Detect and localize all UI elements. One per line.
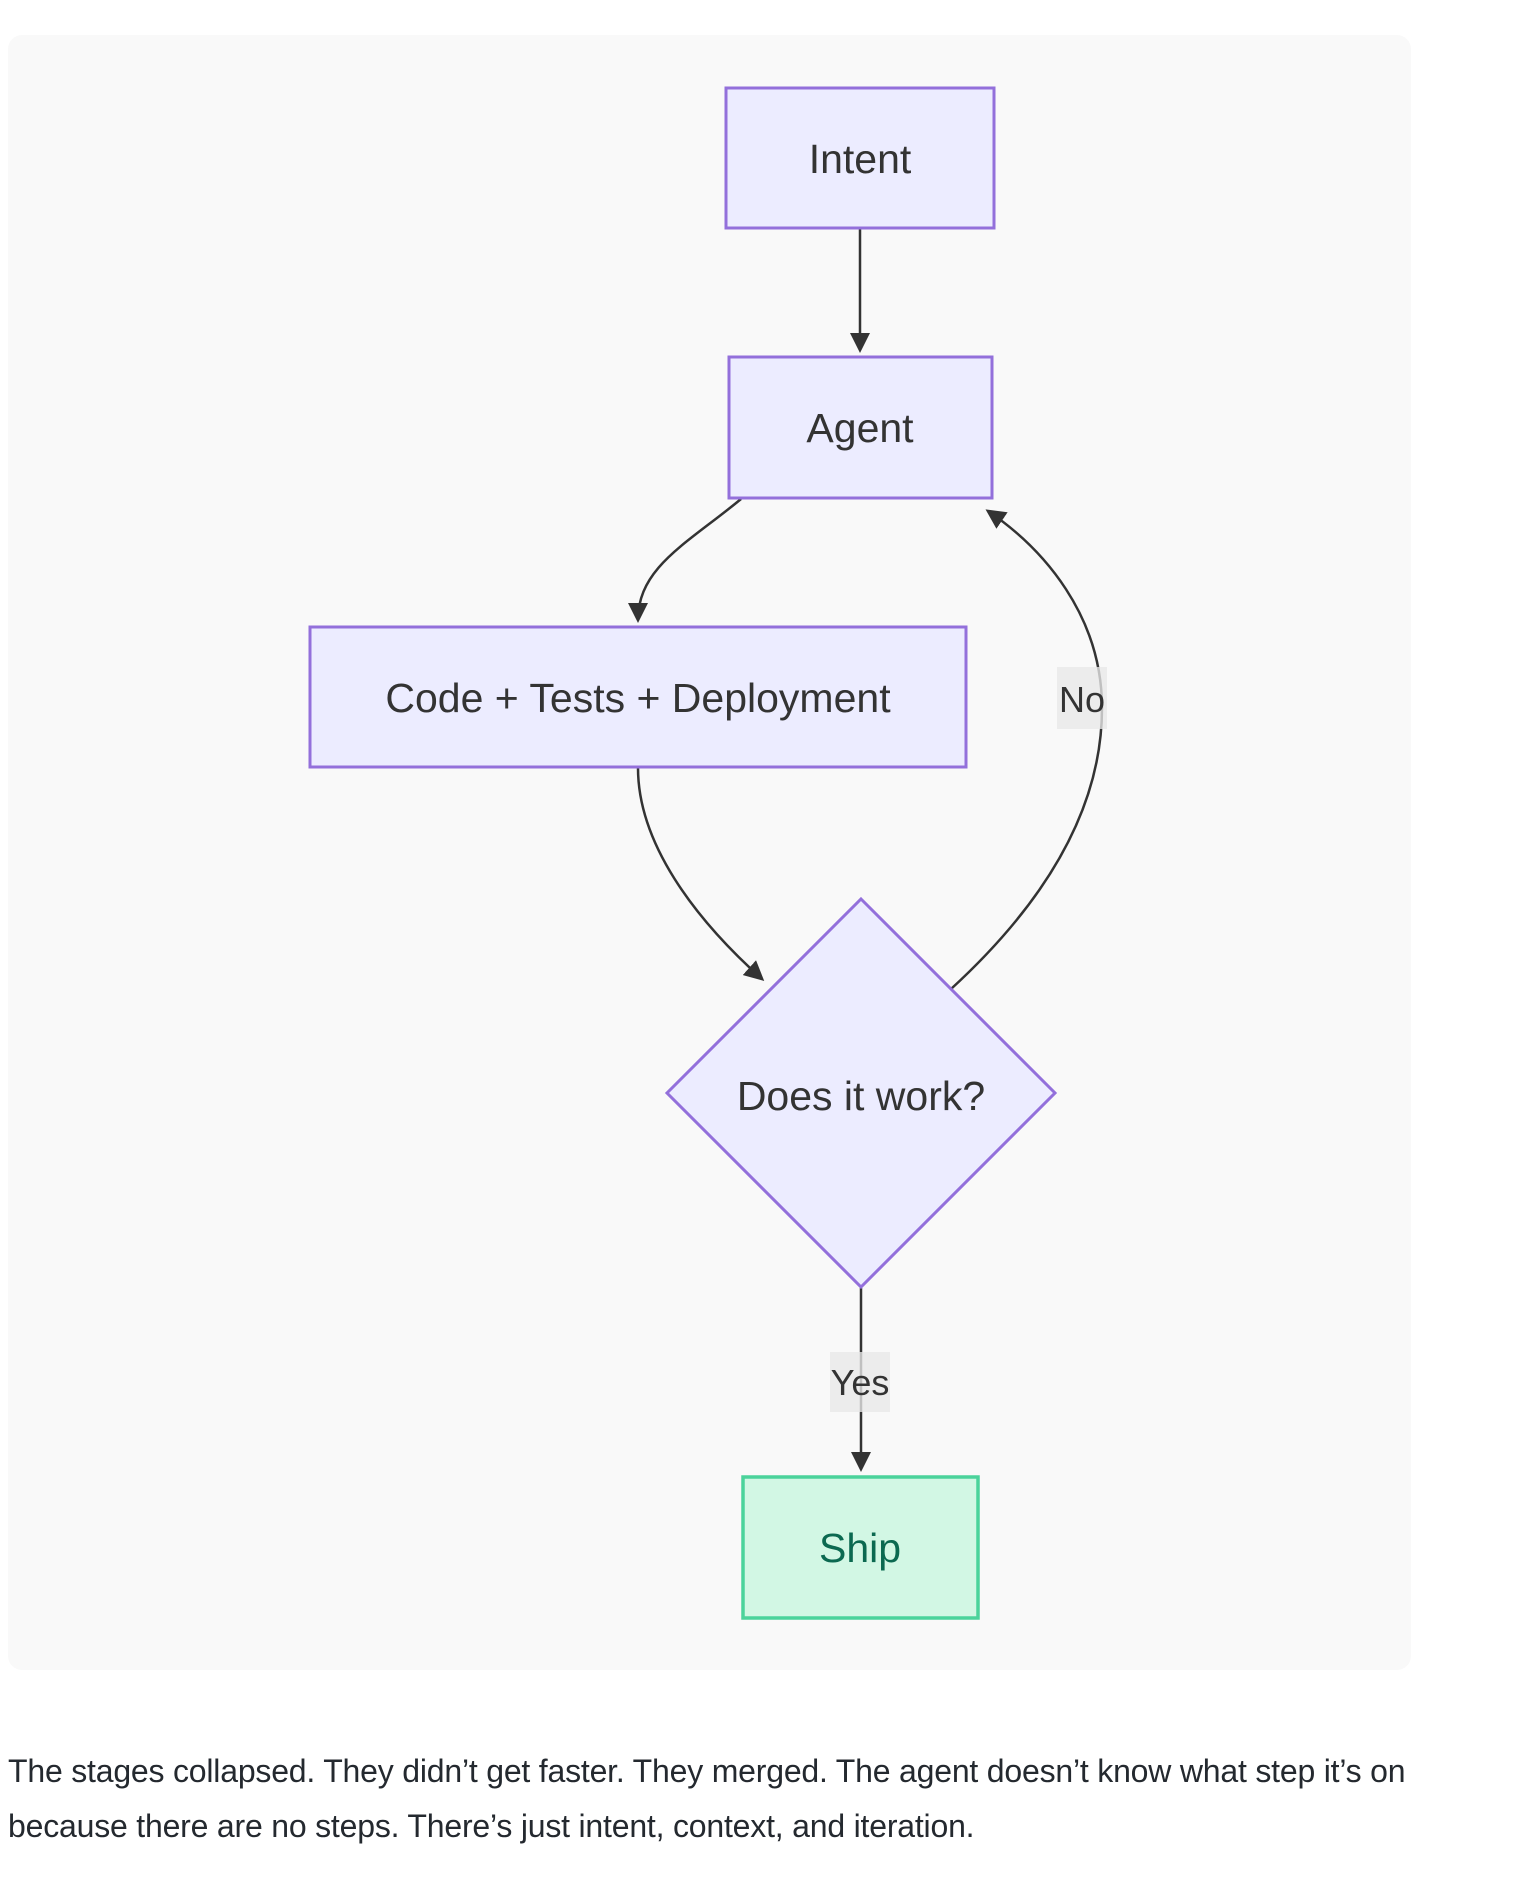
node-decision: Does it work? [664,896,1058,1290]
node-decision-diamond [664,896,1058,1290]
edge-label-no-bg [1057,667,1107,729]
edge-agent-to-code [628,498,742,623]
node-ship-box [741,1475,980,1620]
node-decision-label: Does it work? [737,1073,985,1119]
edge-code-to-decision [636,767,765,982]
edge-label-yes: Yes [830,1352,890,1412]
node-intent-box [724,86,996,230]
node-agent: Agent [727,355,994,500]
edge-label-no-text: No [1059,679,1105,720]
caption-line-2: because there are no steps. There’s just… [8,1808,975,1844]
node-agent-box [727,355,994,500]
node-ship-label: Ship [819,1525,901,1571]
edge-label-no: No [1057,667,1107,729]
node-agent-label: Agent [806,405,914,451]
node-intent: Intent [724,86,996,230]
caption-line-1: The stages collapsed. They didn’t get fa… [8,1753,1406,1789]
node-intent-label: Intent [809,136,912,182]
edge-label-yes-text: Yes [831,1362,890,1403]
diagram-canvas [8,35,1411,1670]
node-code-box [308,625,968,769]
caption-paragraph: The stages collapsed. They didn’t get fa… [8,1744,1528,1854]
edge-decision-to-agent-no [950,509,1104,990]
node-code-label: Code + Tests + Deployment [385,675,891,721]
node-ship: Ship [741,1475,980,1620]
edge-label-yes-bg [830,1352,890,1412]
node-code: Code + Tests + Deployment [308,625,968,769]
